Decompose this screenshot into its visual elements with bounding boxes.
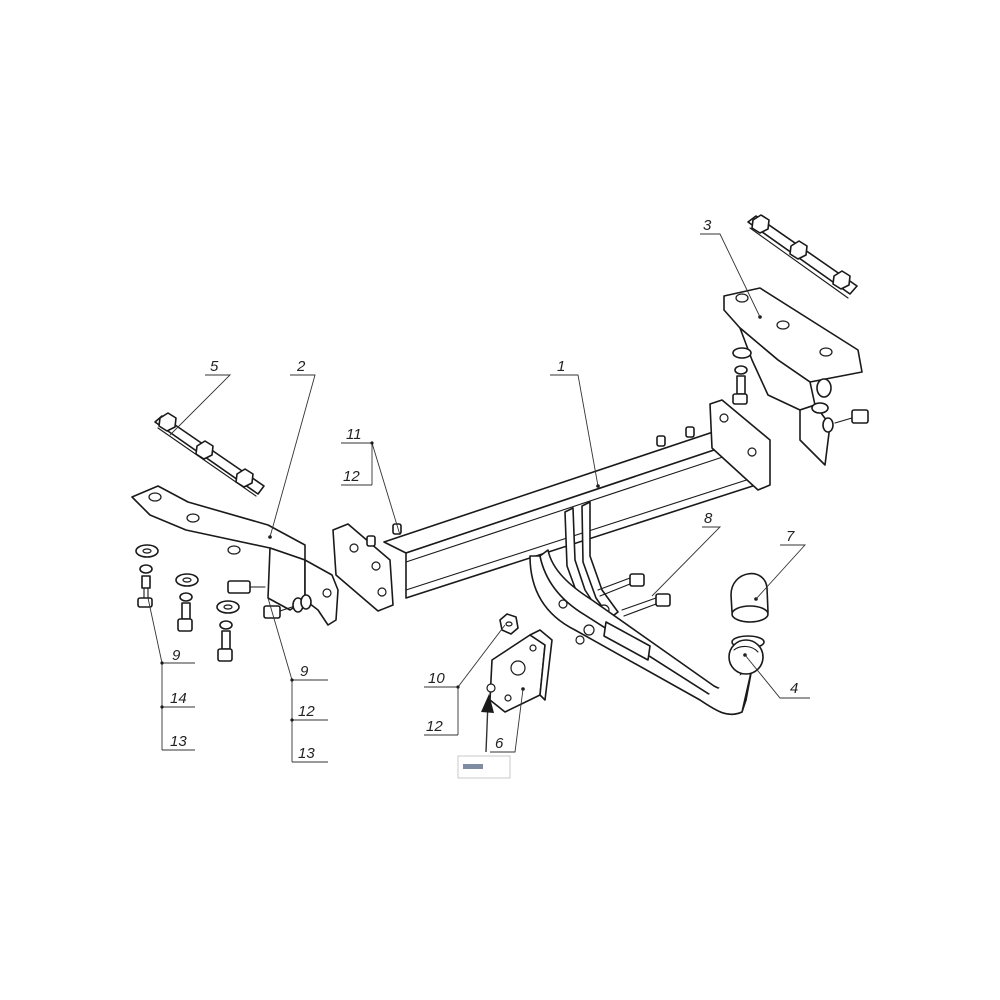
strip-nut: [832, 270, 851, 290]
leader-lines: [147, 233, 810, 763]
callout-5: 5: [210, 358, 219, 375]
bolt-horizontal-right: [811, 378, 869, 433]
beam-stud: [366, 535, 376, 547]
bolt-set-left-b: [175, 573, 199, 632]
clamp-strip-left: [154, 412, 265, 497]
bolt-horizontal: [227, 580, 266, 594]
callout-4: 4: [790, 680, 798, 697]
bolt-set-right: [732, 347, 752, 405]
bolt-set-left-a: [135, 544, 159, 608]
socket-nut: [499, 613, 519, 635]
callout-13-mid: 13: [298, 745, 315, 762]
side-bracket-right: [723, 287, 863, 466]
callout-10: 10: [428, 670, 445, 687]
strip-nut: [235, 468, 254, 488]
callout-12-bottom: 12: [426, 718, 443, 735]
callout-14-left: 14: [170, 690, 187, 707]
small-tag-box: [457, 755, 511, 779]
bolt-set-left-c: [216, 600, 240, 662]
side-bracket-left: [131, 485, 339, 626]
callout-13-left: 13: [170, 733, 187, 750]
strip-nut: [751, 214, 770, 234]
arm-bolt-lower: [621, 593, 671, 617]
arm-bolt-upper: [597, 573, 645, 597]
clamp-strip-right: [747, 214, 858, 299]
callout-6: 6: [495, 735, 504, 752]
ball-cap: [730, 572, 769, 623]
small-tag-mark: [463, 764, 483, 769]
strip-nut: [195, 440, 214, 460]
callout-9-mid: 9: [300, 663, 309, 680]
strip-nut: [789, 240, 808, 260]
arrow-to-socket: [481, 694, 494, 753]
beam-stud: [685, 426, 695, 438]
beam-stud: [656, 435, 666, 447]
tow-ball: [728, 635, 765, 675]
callout-12-mid: 12: [298, 703, 315, 720]
bolt-horizontal: [263, 594, 312, 619]
callout-9-left: 9: [172, 647, 181, 664]
callout-3: 3: [703, 217, 712, 234]
callout-8: 8: [704, 510, 713, 527]
callout-11: 11: [346, 426, 362, 443]
callout-1: 1: [557, 358, 565, 375]
callout-12-top: 12: [343, 468, 360, 485]
callout-7: 7: [786, 528, 795, 545]
strip-nut: [158, 412, 177, 432]
socket-plate: [486, 629, 553, 713]
callout-2: 2: [296, 358, 306, 375]
